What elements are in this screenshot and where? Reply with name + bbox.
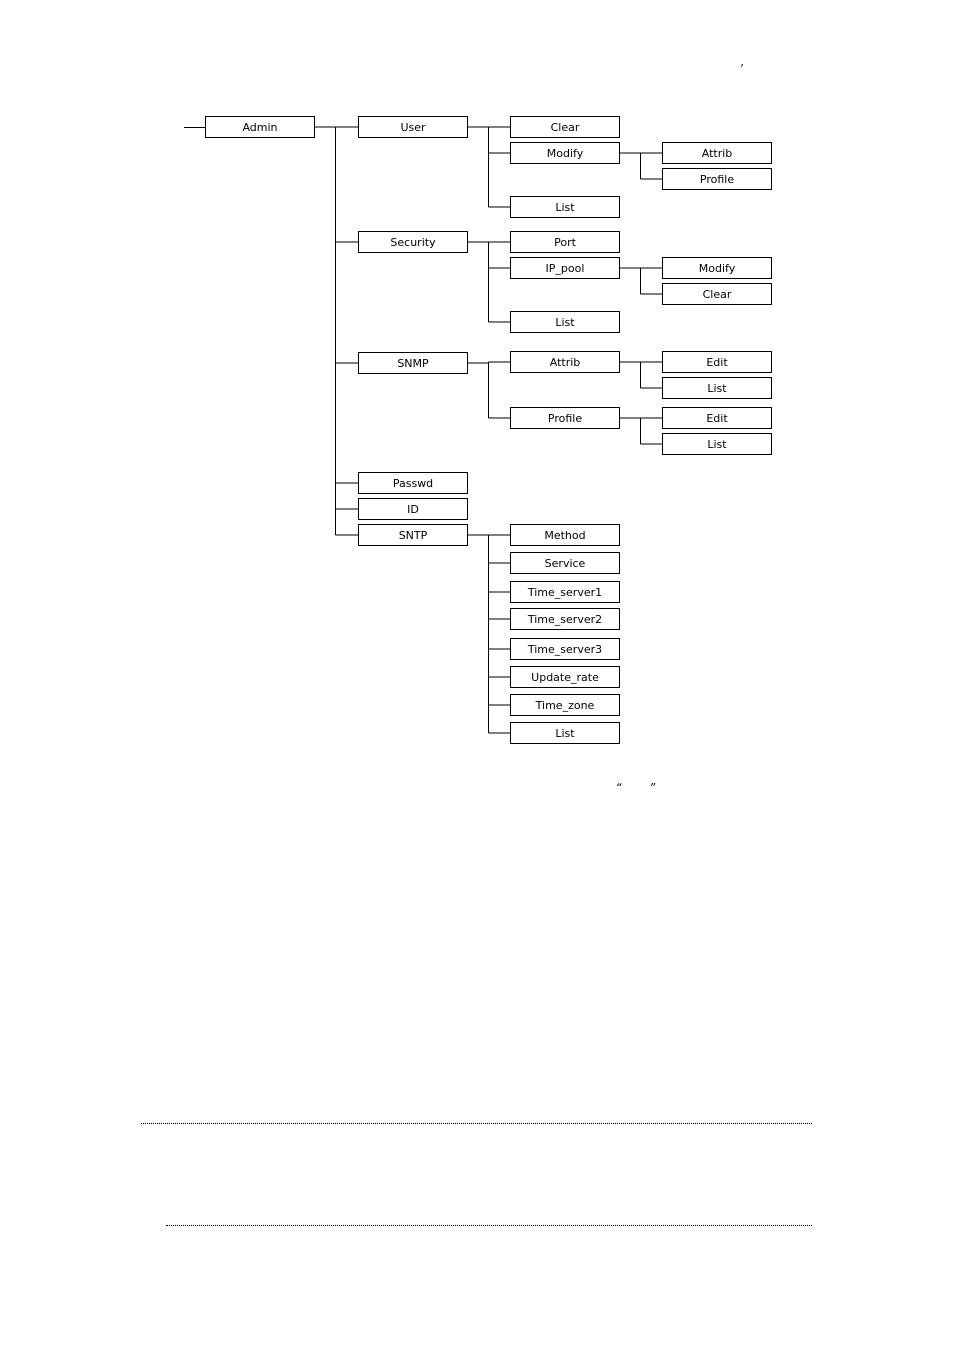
node-label: Profile <box>700 173 734 186</box>
node-label: Time_server3 <box>527 643 602 656</box>
node-box <box>510 231 620 253</box>
node-label: Service <box>545 557 586 570</box>
tree-node: List <box>662 433 772 455</box>
node-box <box>510 116 620 138</box>
node-box <box>662 168 772 190</box>
node-label: Edit <box>706 412 728 425</box>
node-label: Modify <box>547 147 584 160</box>
tree-node: Service <box>510 552 620 574</box>
close-quote-mark: ” <box>650 781 657 795</box>
node-label: Time_server1 <box>527 586 602 599</box>
tree-node: Time_server2 <box>510 608 620 630</box>
open-quote-mark: “ <box>616 781 623 795</box>
node-label: List <box>707 438 727 451</box>
node-label: User <box>400 121 426 134</box>
node-label: Method <box>544 529 585 542</box>
node-box <box>510 666 620 688</box>
node-box <box>510 196 620 218</box>
node-label: Time_server2 <box>527 613 602 626</box>
tree-node: Edit <box>662 351 772 373</box>
tree-node: Modify <box>662 257 772 279</box>
node-box <box>358 498 468 520</box>
tree-node: IP_pool <box>510 257 620 279</box>
node-box <box>510 552 620 574</box>
apostrophe-mark: ’ <box>740 62 744 76</box>
node-box <box>662 351 772 373</box>
tree-node: Method <box>510 524 620 546</box>
dotted-divider-top <box>141 1123 812 1124</box>
node-label: SNMP <box>397 357 429 370</box>
node-label: Security <box>390 236 436 249</box>
tree-node: Attrib <box>510 351 620 373</box>
tree-node: List <box>510 311 620 333</box>
node-label: List <box>555 727 575 740</box>
node-label: Edit <box>706 356 728 369</box>
tree-node: Admin <box>205 116 315 138</box>
node-label: Clear <box>703 288 732 301</box>
node-label: Attrib <box>550 356 581 369</box>
node-label: Modify <box>699 262 736 275</box>
tree-node: Time_server1 <box>510 581 620 603</box>
tree-node: List <box>510 196 620 218</box>
node-label: Time_zone <box>535 699 595 712</box>
node-label: Passwd <box>393 477 433 490</box>
node-box <box>510 311 620 333</box>
dotted-divider-bottom <box>166 1225 812 1226</box>
node-label: List <box>555 316 575 329</box>
tree-node: Edit <box>662 407 772 429</box>
tree-node: List <box>662 377 772 399</box>
tree-node: User <box>358 116 468 138</box>
node-box <box>510 722 620 744</box>
tree-node: Clear <box>662 283 772 305</box>
node-label: ID <box>407 503 419 516</box>
tree-node: Attrib <box>662 142 772 164</box>
node-label: Port <box>554 236 576 249</box>
node-box <box>510 581 620 603</box>
node-label: Update_rate <box>531 671 599 684</box>
tree-node: Security <box>358 231 468 253</box>
tree-node: ID <box>358 498 468 520</box>
node-label: Attrib <box>702 147 733 160</box>
node-label: SNTP <box>399 529 428 542</box>
node-box <box>662 407 772 429</box>
node-box <box>510 608 620 630</box>
node-label: List <box>555 201 575 214</box>
tree-node: Clear <box>510 116 620 138</box>
node-box <box>662 257 772 279</box>
tree-node: SNMP <box>358 352 468 374</box>
node-box <box>510 638 620 660</box>
node-label: Clear <box>551 121 580 134</box>
node-box <box>358 472 468 494</box>
tree-node: Time_server3 <box>510 638 620 660</box>
tree-node: Modify <box>510 142 620 164</box>
node-box <box>662 142 772 164</box>
tree-node: List <box>510 722 620 744</box>
node-label: Admin <box>242 121 277 134</box>
tree-node: Time_zone <box>510 694 620 716</box>
node-box <box>510 694 620 716</box>
node-label: Profile <box>548 412 582 425</box>
tree-node: Passwd <box>358 472 468 494</box>
tree-node: Port <box>510 231 620 253</box>
tree-node: Update_rate <box>510 666 620 688</box>
tree-node: Profile <box>510 407 620 429</box>
tree-node: SNTP <box>358 524 468 546</box>
node-label: List <box>707 382 727 395</box>
node-box <box>510 524 620 546</box>
tree-node: Profile <box>662 168 772 190</box>
node-box <box>662 377 772 399</box>
node-box <box>662 433 772 455</box>
node-box <box>662 283 772 305</box>
node-label: IP_pool <box>546 262 585 275</box>
